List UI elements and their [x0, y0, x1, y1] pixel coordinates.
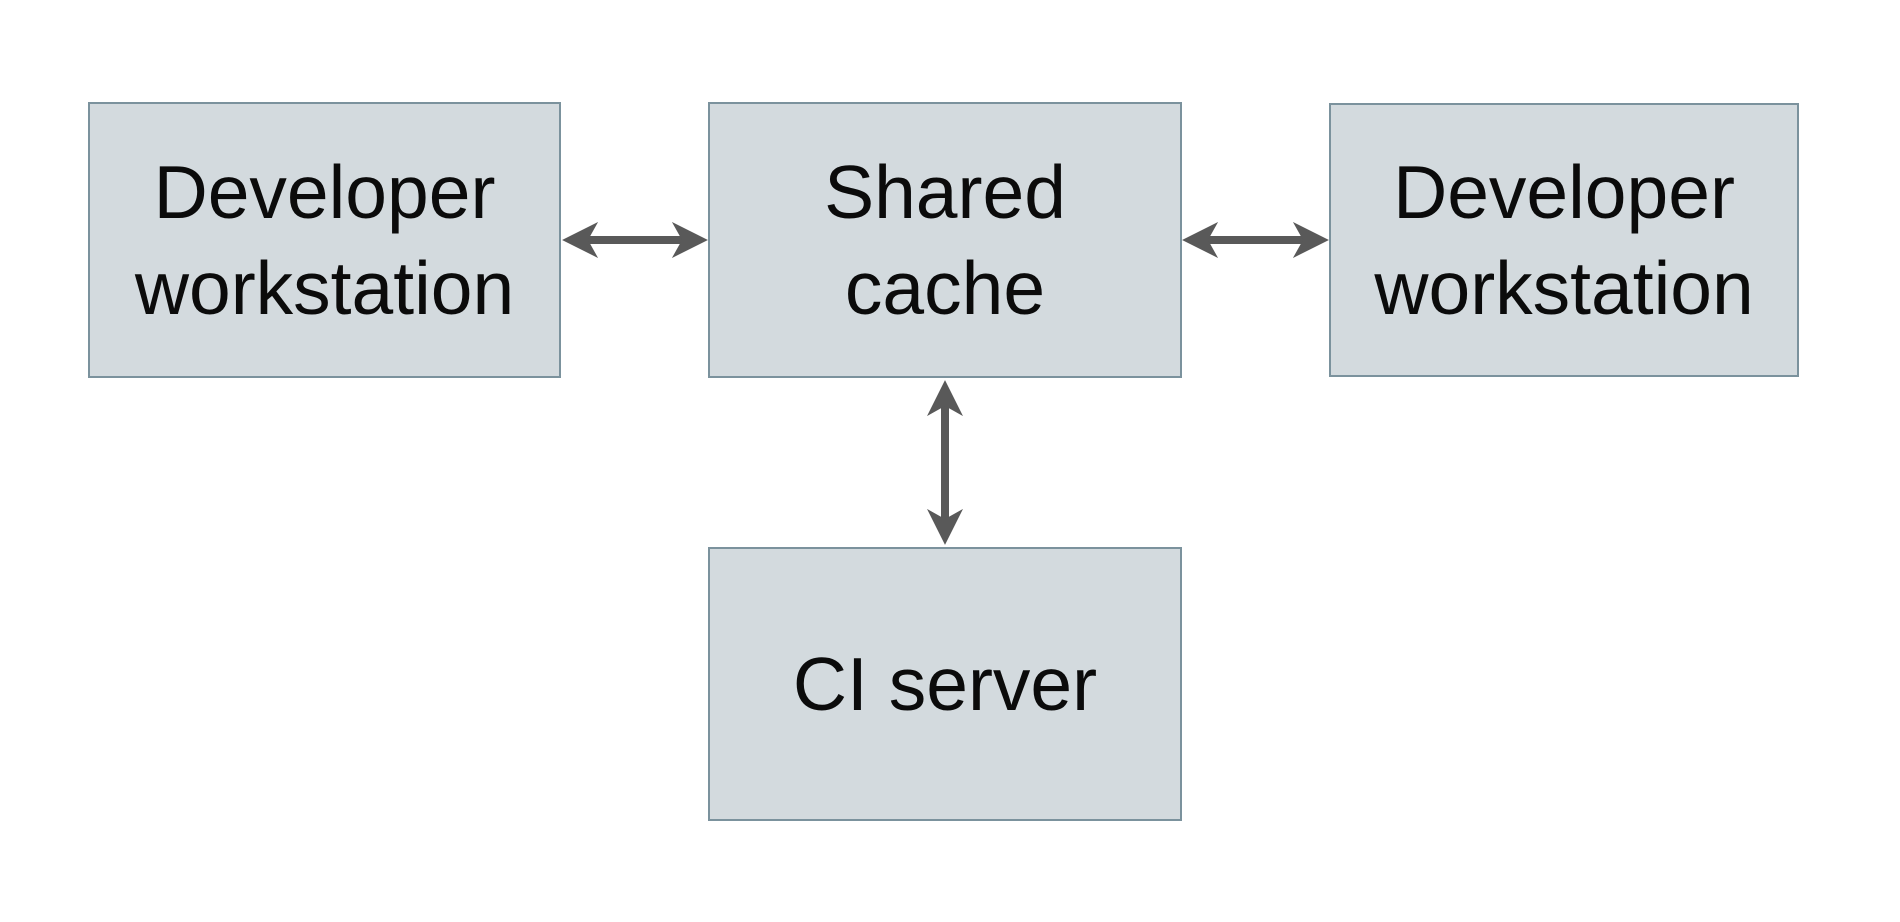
node-label-developer-workstation-right: Developer workstation	[1374, 150, 1754, 330]
node-label-developer-workstation-left: Developer workstation	[134, 150, 515, 330]
node-ci-server: CI server	[708, 547, 1182, 821]
node-label-shared-cache: Shared cache	[824, 150, 1066, 330]
node-developer-workstation-left: Developer workstation	[88, 102, 561, 378]
node-shared-cache: Shared cache	[708, 102, 1182, 378]
node-developer-workstation-right: Developer workstation	[1329, 103, 1799, 377]
node-label-ci-server: CI server	[792, 642, 1098, 726]
